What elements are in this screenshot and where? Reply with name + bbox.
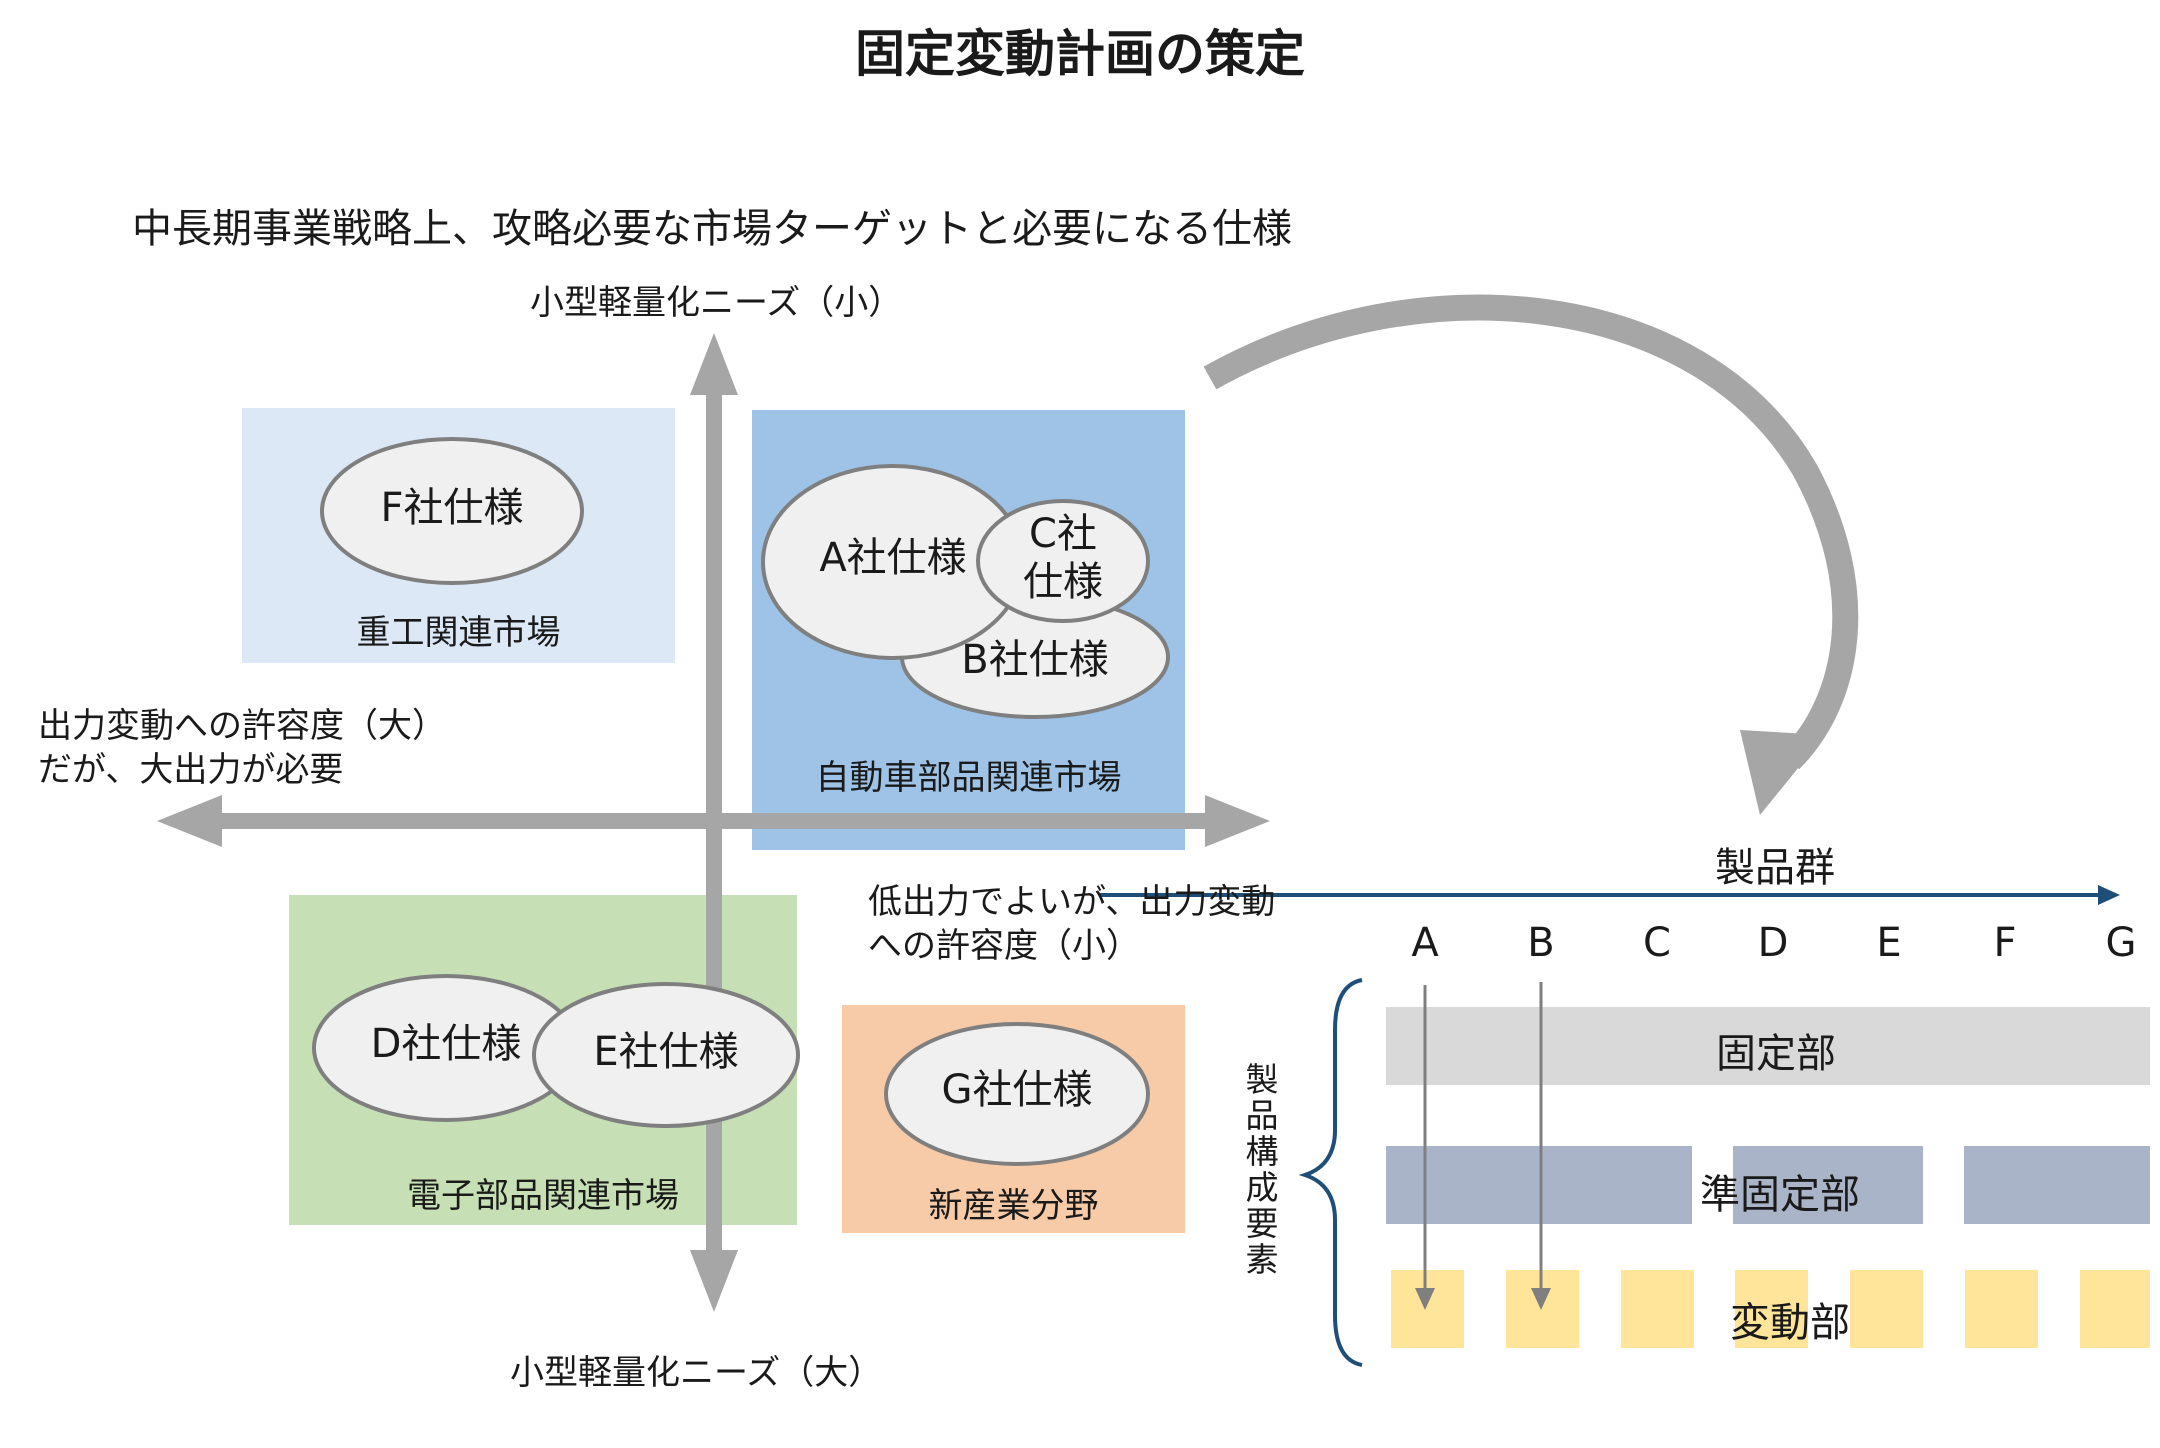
new-industry-label: 新産業分野 — [928, 1186, 1099, 1226]
fixed-part-label: 固定部 — [1716, 1031, 1836, 1077]
component-brace — [1298, 978, 1363, 1367]
product-letter-d: D — [1757, 920, 1789, 966]
c-spec-label: C社仕様 — [1023, 511, 1103, 605]
variable-box-g — [2080, 1270, 2150, 1348]
variable-box-d — [1735, 1270, 1808, 1348]
electronic-parts-market-label: 電子部品関連市場 — [407, 1176, 679, 1216]
product-a-down-arrow — [1415, 985, 1435, 1310]
axis-label-left-line2: だが、大出力が必要 — [38, 750, 344, 790]
product-letter-b: B — [1527, 920, 1555, 966]
page-title: 固定変動計画の策定 — [855, 25, 1305, 83]
f-spec-ellipse — [320, 437, 584, 585]
semi-fixed-band-3 — [1964, 1146, 2150, 1224]
variable-part-label: 変動部 — [1730, 1300, 1850, 1346]
variable-box-e — [1850, 1270, 1923, 1348]
d-spec-label: D社仕様 — [370, 1021, 522, 1067]
variable-box-c — [1621, 1270, 1694, 1348]
component-elements-label: 製品構成要素 — [1245, 1060, 1279, 1279]
product-letter-c: C — [1643, 920, 1671, 966]
product-group-arrow — [1100, 885, 2120, 905]
g-spec-label: G社仕様 — [941, 1067, 1093, 1113]
axis-label-top: 小型軽量化ニーズ（小） — [530, 283, 903, 323]
e-spec-ellipse — [532, 982, 800, 1128]
axis-label-bottom: 小型軽量化ニーズ（大） — [510, 1353, 883, 1393]
axis-label-left-line1: 出力変動への許容度（大） — [38, 706, 446, 746]
c-spec-ellipse — [976, 499, 1150, 623]
variable-box-a — [1391, 1270, 1464, 1348]
a-spec-label: A社仕様 — [819, 535, 967, 581]
product-letter-a: A — [1411, 920, 1439, 966]
product-b-down-arrow — [1531, 982, 1551, 1310]
axis-label-right: 低出力でよいが、出力変動 への許容度（小） — [868, 880, 1275, 968]
semi-fixed-band-1 — [1386, 1146, 1692, 1224]
axis-label-right-line2: への許容度（小） — [868, 926, 1140, 966]
b-spec-label: B社仕様 — [961, 637, 1109, 683]
semi-fixed-part-label: 準固定部 — [1700, 1172, 1860, 1218]
f-spec-label: F社仕様 — [380, 485, 524, 531]
product-letter-g: G — [2105, 920, 2137, 966]
product-group-label: 製品群 — [1715, 845, 1835, 891]
semi-fixed-band-2 — [1733, 1146, 1923, 1224]
product-letter-e: E — [1876, 920, 1902, 966]
diagram-subtitle: 中長期事業戦略上、攻略必要な市場ターゲットと必要になる仕様 — [132, 206, 1292, 252]
e-spec-label: E社仕様 — [593, 1029, 739, 1075]
variable-box-f — [1965, 1270, 2038, 1348]
auto-parts-market-label: 自動車部品関連市場 — [815, 758, 1122, 798]
curved-flow-arrow — [1203, 294, 1859, 815]
product-letter-f: F — [1993, 920, 2017, 966]
axis-label-left: 出力変動への許容度（大） だが、大出力が必要 — [38, 704, 446, 792]
horizontal-axis-arrow — [157, 795, 1270, 847]
axis-label-right-line1: 低出力でよいが、出力変動 — [868, 882, 1276, 922]
fixed-band — [1386, 1007, 2150, 1085]
g-spec-ellipse — [884, 1022, 1150, 1166]
heavy-industry-market-label: 重工関連市場 — [356, 613, 561, 653]
